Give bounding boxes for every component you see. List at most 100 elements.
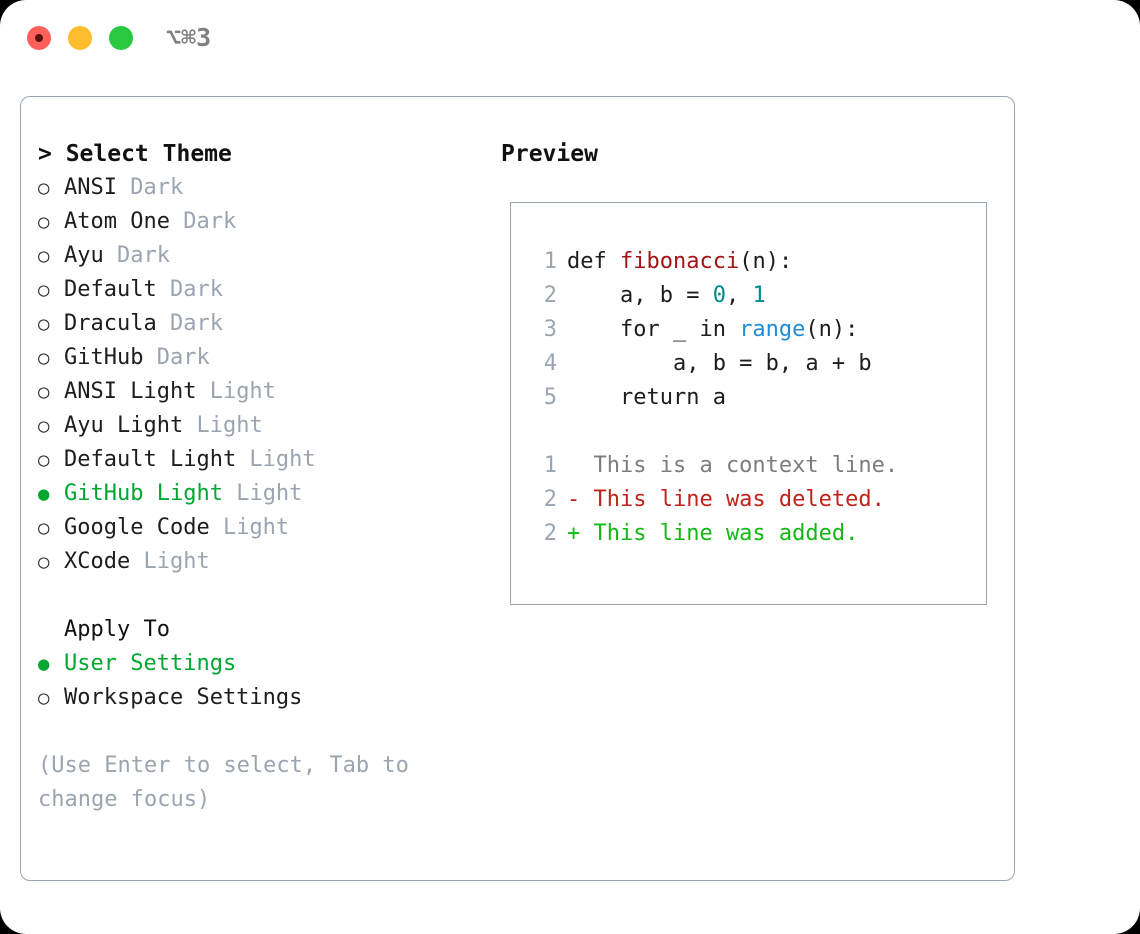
code-token-plain: for _ in bbox=[567, 317, 740, 342]
theme-option-label: XCode bbox=[64, 549, 131, 574]
apply-to-option-workspace-settings[interactable]: ○ Workspace Settings bbox=[38, 681, 478, 715]
theme-option-variant-tag: Light bbox=[236, 447, 316, 472]
theme-option-github-light[interactable]: ● GitHub Light Light bbox=[38, 477, 478, 511]
theme-option-xcode[interactable]: ○ XCode Light bbox=[38, 545, 478, 579]
theme-option-variant-tag: Dark bbox=[116, 175, 184, 200]
radio-unselected-icon: ○ bbox=[38, 415, 50, 437]
keyboard-shortcut-label: ⌥⌘3 bbox=[166, 23, 212, 52]
diff-line-content-ctx: This is a context line. bbox=[567, 453, 899, 478]
preview-column: Preview bbox=[501, 137, 991, 171]
theme-option-label: GitHub Light bbox=[64, 481, 223, 506]
theme-option-variant-tag: Light bbox=[130, 549, 210, 574]
code-line-number: 2 bbox=[543, 283, 557, 308]
theme-option-google-code[interactable]: ○ Google Code Light bbox=[38, 511, 478, 545]
preview-header: Preview bbox=[501, 141, 598, 167]
code-token-plain: return a bbox=[567, 385, 726, 410]
code-line: 4 a, b = b, a + b bbox=[533, 347, 898, 381]
section-spacer bbox=[38, 579, 478, 613]
theme-option-label: Ayu Light bbox=[64, 413, 184, 438]
theme-option-variant-tag: Light bbox=[222, 481, 303, 506]
code-token-fn: fibonacci bbox=[619, 249, 740, 274]
apply-to-option-label: User Settings bbox=[64, 651, 237, 676]
keyboard-hint-text: (Use Enter to select, Tab to change focu… bbox=[38, 753, 423, 812]
apply-to-option-label: Workspace Settings bbox=[64, 685, 303, 710]
code-line-content: return a bbox=[567, 381, 726, 415]
radio-selected-icon: ● bbox=[38, 483, 50, 505]
theme-option-variant-tag: Dark bbox=[103, 243, 170, 268]
theme-option-label: Ayu bbox=[64, 243, 104, 268]
code-token-plain: def bbox=[567, 249, 620, 274]
theme-option-ayu-light[interactable]: ○Ayu Light Light bbox=[38, 409, 478, 443]
theme-option-variant-tag: Dark bbox=[156, 277, 223, 302]
theme-option-label: GitHub bbox=[64, 345, 144, 370]
theme-option-variant-tag: Dark bbox=[156, 311, 223, 336]
theme-option-label: Default bbox=[64, 277, 157, 302]
theme-option-label: Default Light bbox=[64, 447, 237, 472]
radio-unselected-icon: ○ bbox=[38, 211, 50, 233]
theme-list: ○ ANSI Dark ○ Atom One Dark ○ Ayu Dark ○ Defaul… bbox=[38, 171, 478, 579]
code-token-plain: (n): bbox=[805, 317, 859, 342]
code-line: 2 a, b = 0, 1 bbox=[533, 279, 898, 313]
radio-unselected-icon: ○ bbox=[38, 177, 50, 199]
theme-selection-column: > Select Theme ○ANSI Dark○Atom One Dark○… bbox=[38, 137, 478, 817]
close-button[interactable] bbox=[27, 26, 51, 50]
theme-option-label: ANSI bbox=[64, 175, 117, 200]
title-bar: ⌥⌘3 bbox=[0, 0, 1140, 80]
apply-to-list: ●User Settings ○ Workspace Settings bbox=[38, 647, 478, 715]
theme-option-default[interactable]: ○ Default Dark bbox=[38, 273, 478, 307]
radio-unselected-icon: ○ bbox=[38, 517, 50, 539]
theme-option-ansi[interactable]: ○ ANSI Dark bbox=[38, 171, 478, 205]
diff-line-content-add: + This line was added. bbox=[567, 521, 859, 546]
radio-unselected-icon: ○ bbox=[38, 687, 50, 709]
theme-option-label: Google Code bbox=[64, 515, 210, 540]
theme-panel-header: > Select Theme bbox=[38, 141, 232, 167]
theme-option-github[interactable]: ○GitHub Dark bbox=[38, 341, 478, 375]
code-line: 1 def fibonacci(n): bbox=[533, 245, 898, 279]
minimize-button[interactable] bbox=[68, 26, 92, 50]
radio-unselected-icon: ○ bbox=[38, 245, 50, 267]
code-token-plain: a, b = b, a + b bbox=[567, 351, 872, 376]
diff-line-number: 1 bbox=[543, 453, 557, 478]
code-line-content: for _ in range(n): bbox=[567, 313, 858, 347]
radio-unselected-icon: ○ bbox=[38, 449, 50, 471]
theme-option-ansi-light[interactable]: ○ANSI Light Light bbox=[38, 375, 478, 409]
code-line-number: 1 bbox=[543, 249, 557, 274]
theme-option-variant-tag: Light bbox=[209, 515, 290, 540]
theme-option-variant-tag: Dark bbox=[143, 345, 210, 370]
radio-unselected-icon: ○ bbox=[38, 551, 50, 573]
code-line-number: 5 bbox=[543, 385, 557, 410]
theme-option-label: Dracula bbox=[64, 311, 157, 336]
diff-line: 2- This line was deleted. bbox=[533, 483, 898, 517]
code-line-number: 3 bbox=[543, 317, 557, 342]
window-controls bbox=[27, 26, 133, 50]
code-token-kw: range bbox=[739, 317, 806, 342]
diff-line: 2+ This line was added. bbox=[533, 517, 898, 551]
theme-option-variant-tag: Light bbox=[196, 379, 276, 404]
hint-spacer bbox=[38, 715, 478, 749]
apply-to-option-user-settings[interactable]: ●User Settings bbox=[38, 647, 478, 681]
preview-section-gap bbox=[533, 415, 898, 449]
code-token-plain: , bbox=[725, 283, 753, 308]
diff-line: 1 This is a context line. bbox=[533, 449, 898, 483]
code-line-number: 4 bbox=[543, 351, 557, 376]
theme-option-atom-one[interactable]: ○Atom One Dark bbox=[38, 205, 478, 239]
theme-option-label: Atom One bbox=[64, 209, 170, 234]
theme-option-label: ANSI Light bbox=[64, 379, 197, 404]
code-line-content: a, b = b, a + b bbox=[567, 347, 872, 381]
code-token-num: 0 bbox=[712, 283, 726, 308]
diff-line-content-del: - This line was deleted. bbox=[567, 487, 885, 512]
zoom-button[interactable] bbox=[109, 26, 133, 50]
radio-unselected-icon: ○ bbox=[38, 279, 50, 301]
code-token-plain: (n): bbox=[739, 249, 793, 274]
theme-option-default-light[interactable]: ○ Default Light Light bbox=[38, 443, 478, 477]
theme-option-ayu[interactable]: ○ Ayu Dark bbox=[38, 239, 478, 273]
radio-unselected-icon: ○ bbox=[38, 313, 50, 335]
code-line-content: def fibonacci(n): bbox=[567, 245, 792, 279]
content-panel: > Select Theme ○ANSI Dark○Atom One Dark○… bbox=[20, 96, 1015, 881]
theme-option-dracula[interactable]: ○ Dracula Dark bbox=[38, 307, 478, 341]
code-token-plain: a, b = bbox=[567, 283, 713, 308]
code-token-num: 1 bbox=[752, 283, 766, 308]
